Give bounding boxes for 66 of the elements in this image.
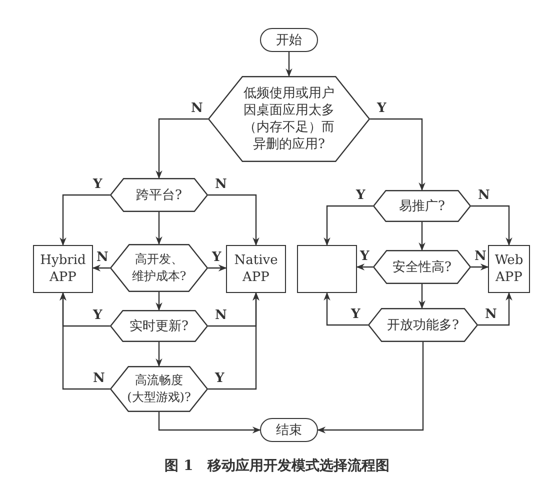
arrow [60,194,110,246]
edge-label: Y [92,309,104,322]
edge-label: N [96,251,110,264]
arrow [478,292,512,326]
edge-label: Y [350,308,362,321]
arrow [370,118,426,191]
decision-hexagon [110,310,208,342]
node-text: 开放功能多? [387,316,459,334]
decision-hexagon [373,190,471,222]
arrow [156,342,162,367]
node-text: 结束 [276,422,302,438]
edge-label: Y [359,250,370,263]
terminal-box [260,28,318,52]
node-text: 实时更新? [130,318,188,334]
arrow [158,412,261,434]
process-box [488,245,530,293]
arrow [471,264,489,270]
decision-hexagon [110,244,208,292]
arrow [60,292,110,390]
arrow [156,212,162,245]
edge-label: N [92,372,106,385]
decision-hexagon [373,250,471,284]
arrow [208,194,260,246]
arrow [418,222,426,251]
arrow [324,205,373,246]
node-text: 高流畅度(大型游戏)? [126,372,192,406]
arrow [286,52,292,77]
node-text: 易推广? [399,198,445,214]
arrow [156,118,208,179]
node-text: Hybrid APP [39,252,87,286]
edge-label: N [214,178,228,191]
arrow [324,292,368,326]
process-box [297,245,357,293]
edge-label: N [477,189,491,202]
arrow [418,284,426,309]
node-text: Native APP [233,252,279,286]
edge-label: Y [376,102,388,115]
arrow [156,292,162,311]
decision-hexagon [110,178,208,212]
node-text: Web APP [494,252,524,286]
process-box [33,245,93,293]
node-text: 跨平台? [136,186,182,204]
arrow [208,292,260,390]
edge-label: N [474,250,488,263]
arrow [208,264,227,272]
edge-label: Y [355,189,366,202]
node-text: 高开发、维护成本? [130,251,188,285]
decision-hexagon [110,366,208,412]
edge-label: Y [211,251,222,264]
node-text: 安全性高? [392,258,452,276]
node-text: 低频使用或用户因桌面应用太多（内存不足）而异删的应用? [242,85,336,153]
arrow [92,264,110,272]
arrow [471,205,512,246]
decision-hexagon [208,76,370,162]
node-text: 开始 [276,32,302,48]
edge-label: N [484,308,498,321]
arrow [356,264,373,270]
edge-label: Y [92,178,104,191]
decision-hexagon [368,308,478,342]
edge-label: Y [214,372,226,385]
edge-label: N [190,102,204,115]
process-box [226,245,286,293]
terminal-box [260,418,318,442]
edge-label: N [214,309,228,322]
figure-caption: 图 1 移动应用开发模式选择流程图 [164,456,390,476]
arrow [317,342,424,434]
